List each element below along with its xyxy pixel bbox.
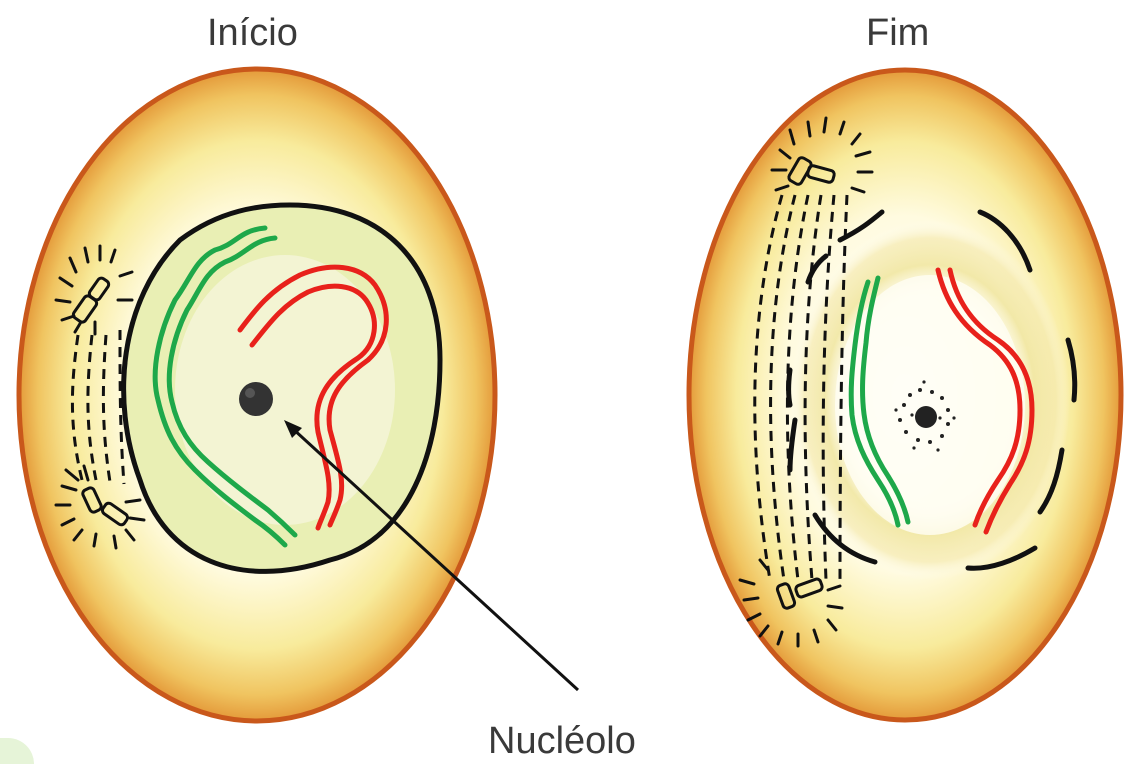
title-start: Início bbox=[207, 14, 298, 52]
cell-end bbox=[689, 70, 1121, 720]
title-end: Fim bbox=[866, 14, 929, 52]
nucleolus-label: Nucléolo bbox=[488, 722, 636, 760]
cell-start bbox=[19, 69, 578, 721]
nucleolus-start bbox=[239, 382, 273, 416]
